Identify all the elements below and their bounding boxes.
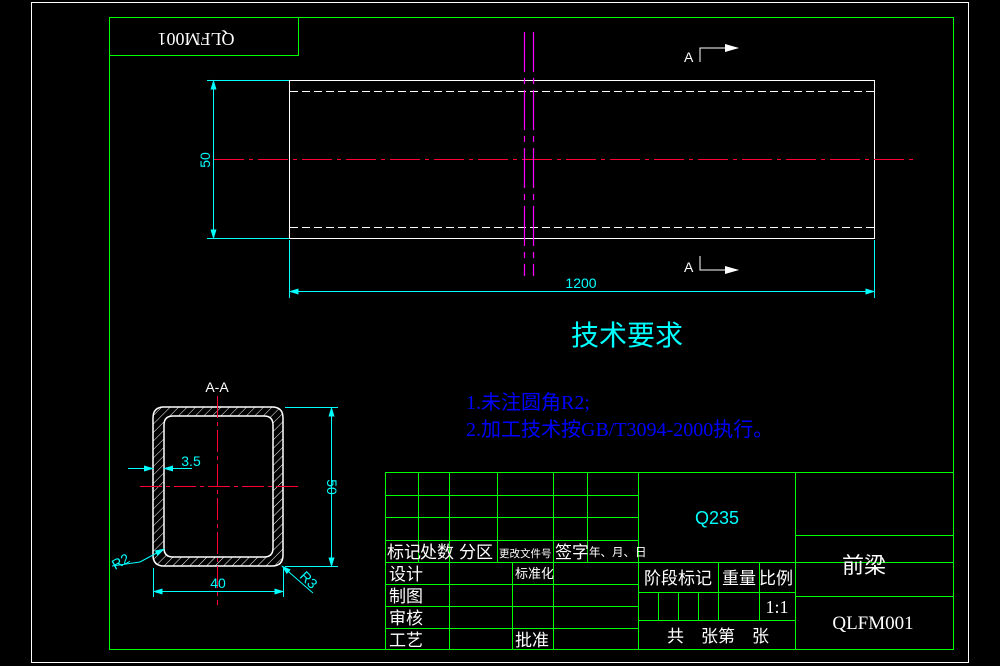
dim-section-width: 40 bbox=[152, 568, 285, 597]
requirement-item-1: 1.未注圆角R2; bbox=[466, 391, 590, 414]
svg-text:更改文件号: 更改文件号 bbox=[499, 547, 552, 560]
svg-text:A: A bbox=[684, 259, 694, 275]
section-title: A-A bbox=[205, 379, 229, 395]
outer-frame bbox=[31, 2, 969, 663]
requirement-item-2: 2.加工技术按GB/T3094-2000执行。 bbox=[466, 418, 773, 441]
dim-radius-r2: R2 bbox=[109, 548, 165, 573]
part-code-text: QLFM001 bbox=[832, 613, 913, 634]
svg-text:处数: 处数 bbox=[420, 543, 454, 562]
title-block: Q235 前梁 QLFM001 标记 处数 分区 更改文件号 签字 年、月、日 … bbox=[385, 472, 954, 650]
material-text: Q235 bbox=[695, 508, 739, 528]
dim-height-50: 50 bbox=[197, 79, 289, 240]
svg-text:审核: 审核 bbox=[389, 609, 423, 628]
scale-value: 1:1 bbox=[765, 597, 788, 617]
code-rotated-text: QLFM001 bbox=[157, 29, 234, 49]
svg-text:设计: 设计 bbox=[389, 565, 423, 584]
dim-length-1200: 1200 bbox=[288, 240, 876, 298]
dim-section-height: 50 bbox=[285, 406, 340, 568]
svg-text:标准化: 标准化 bbox=[515, 566, 554, 581]
svg-text:50: 50 bbox=[324, 479, 340, 495]
svg-text:制图: 制图 bbox=[389, 587, 423, 606]
svg-text:批准: 批准 bbox=[515, 631, 549, 650]
dim-radius-r3: R3 bbox=[281, 565, 321, 594]
svg-text:比例: 比例 bbox=[759, 569, 793, 588]
svg-text:R2: R2 bbox=[109, 550, 133, 573]
requirements-title: 技术要求 bbox=[571, 320, 683, 351]
svg-text:3.5: 3.5 bbox=[181, 453, 201, 469]
section-hatch bbox=[152, 406, 284, 567]
svg-text:工艺: 工艺 bbox=[389, 631, 423, 650]
sheet-count-text: 共 张第 张 bbox=[667, 627, 769, 646]
front-view: A A 50 1200 bbox=[197, 32, 916, 298]
section-marker-top: A bbox=[684, 44, 739, 65]
technical-requirements: 技术要求 1.未注圆角R2; 2.加工技术按GB/T3094-2000执行。 bbox=[466, 320, 773, 441]
svg-text:分区: 分区 bbox=[459, 543, 493, 562]
svg-text:R3: R3 bbox=[297, 568, 321, 592]
svg-text:年、月、日: 年、月、日 bbox=[589, 545, 647, 559]
section-view: A-A 50 40 3.5 bbox=[109, 379, 340, 605]
svg-text:40: 40 bbox=[210, 575, 226, 591]
svg-text:重量: 重量 bbox=[722, 569, 756, 588]
svg-text:签字: 签字 bbox=[555, 543, 589, 562]
svg-text:阶段标记: 阶段标记 bbox=[644, 569, 712, 588]
svg-text:50: 50 bbox=[197, 152, 213, 168]
code-box-rotated: QLFM001 bbox=[109, 17, 299, 56]
svg-text:A: A bbox=[684, 49, 694, 65]
dim-wall-thickness: 3.5 bbox=[128, 453, 201, 472]
part-name-text: 前梁 bbox=[842, 553, 886, 578]
svg-text:1200: 1200 bbox=[565, 275, 596, 291]
section-marker-bottom: A bbox=[684, 256, 739, 275]
svg-text:标记: 标记 bbox=[387, 543, 421, 562]
